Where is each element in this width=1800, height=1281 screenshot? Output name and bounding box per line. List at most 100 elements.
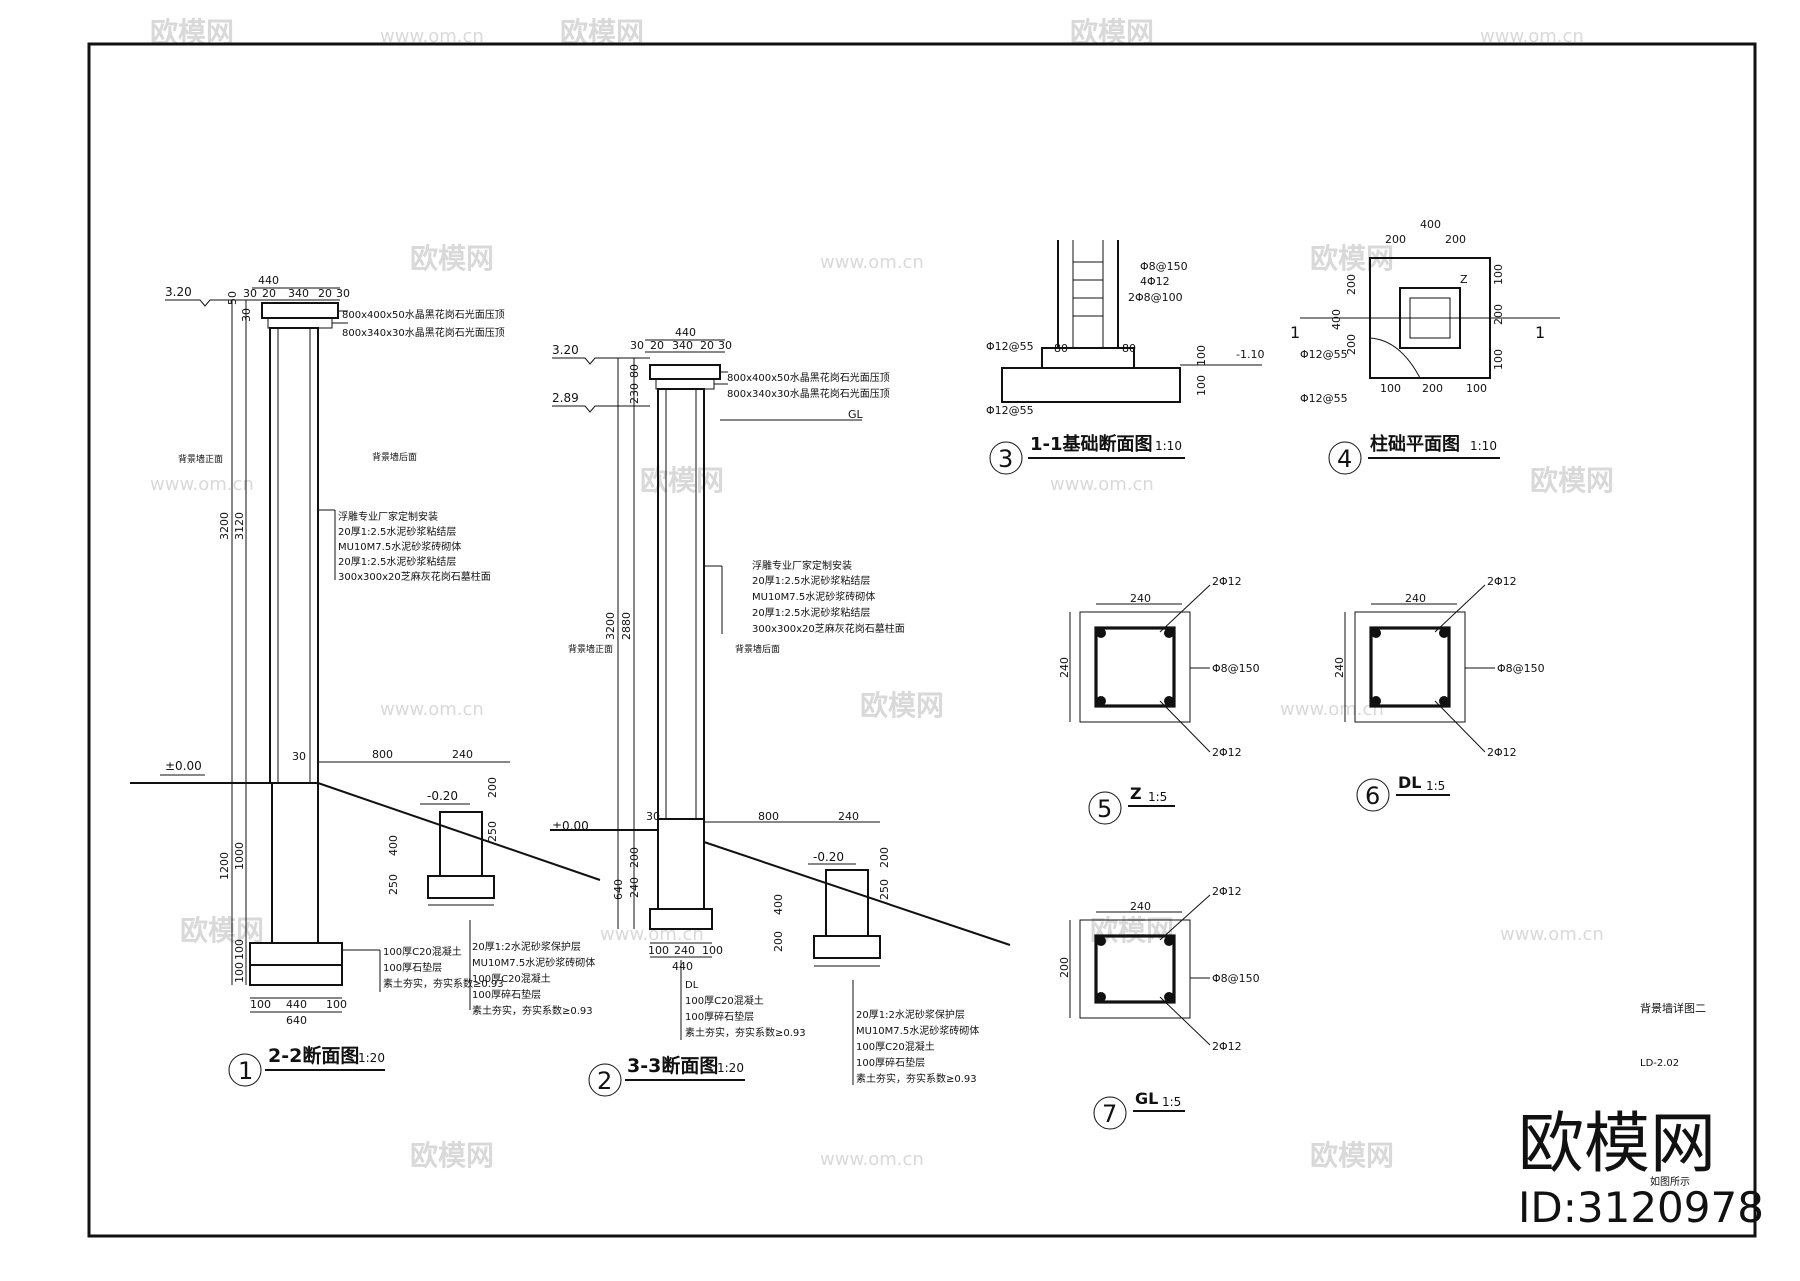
found-note: 素土夯实，夯实系数≥0.93 [383, 977, 504, 990]
dim-label: 640 [612, 879, 625, 900]
dim-label: 200 [1345, 274, 1358, 295]
rebar-dot [1096, 936, 1106, 946]
watermark-brand: 欧模网 [1530, 464, 1614, 497]
curb-note: 100厚碎石垫层 [856, 1056, 925, 1069]
section-2-2: 440 30 20 340 20 30 3.20 ±0.00 50 30 [130, 274, 601, 1087]
section-title: 3-3断面图 [627, 1054, 718, 1077]
detail-number: 6 [1365, 782, 1380, 810]
dim-label: 1000 [233, 842, 246, 870]
dim-label: 30 [718, 339, 732, 352]
dim-label: 20 [650, 339, 664, 352]
found-note: 100厚C20混凝土 [383, 945, 462, 958]
wall-note: 浮雕专业厂家定制安装 [752, 559, 852, 572]
rebar-dot [1371, 628, 1381, 638]
dim-label: 250 [387, 874, 400, 895]
curb-note: MU10M7.5水泥砂浆砖砌体 [856, 1024, 979, 1037]
dim-label: 100 [1195, 345, 1208, 366]
dim-label: 80 [1054, 342, 1068, 355]
dim-label: 80 [628, 364, 641, 378]
gravel-bed [249, 964, 343, 986]
dim-label: 30 [240, 308, 253, 322]
dim-label: 440 [675, 326, 696, 339]
watermark-url: www.om.cn [150, 474, 254, 495]
watermark-url: www.om.cn [600, 924, 704, 945]
dim-label: 200 [1422, 382, 1443, 395]
watermark-url: www.om.cn [380, 699, 484, 720]
dim-label: 100 [1380, 382, 1401, 395]
dim-label: 30 [292, 750, 306, 763]
dim-label: 340 [288, 287, 309, 300]
leader [1159, 584, 1211, 633]
dim-label: 800 [758, 810, 779, 823]
dim-width: 240 [1130, 900, 1151, 913]
elevation-mark [552, 357, 650, 365]
dim-label: 100 [702, 944, 723, 957]
dim-label: 2880 [620, 612, 633, 640]
watermark-url: www.om.cn [820, 1149, 924, 1170]
elevation-label: 3.20 [165, 285, 192, 299]
rebar-bottom: 2Φ12 [1212, 746, 1242, 759]
section-title: 2-2断面图 [268, 1044, 359, 1067]
dim-label: 440 [258, 274, 279, 287]
curb-note: 素土夯实，夯实系数≥0.93 [856, 1072, 977, 1085]
label-wall-front: 背景墙正面 [568, 643, 613, 655]
rebar-bottom: 2Φ12 [1212, 1040, 1242, 1053]
detail-number: 7 [1102, 1100, 1117, 1128]
detail-number-circle [1093, 1096, 1127, 1130]
rebar-label: Φ12@55 [986, 404, 1034, 417]
curb-note: 100厚C20混凝土 [472, 972, 551, 985]
watermark-brand: 欧模网 [410, 1139, 494, 1172]
watermark-brand: 欧模网 [1310, 1139, 1394, 1172]
curb-base [427, 875, 495, 899]
dim-width: 240 [1405, 592, 1426, 605]
dim-label: 200 [1385, 233, 1406, 246]
rebar-top: 2Φ12 [1212, 885, 1242, 898]
rebar-label: 4Φ12 [1140, 275, 1170, 288]
cap-stone [649, 364, 721, 380]
found-note: 100厚石垫层 [383, 961, 442, 974]
wall-hatch [657, 388, 705, 820]
leader [1159, 700, 1211, 753]
big-watermark: 欧模网 ID:3120978 [1518, 1105, 1764, 1232]
note-cap-lower: 800x340x30水晶黑花岗石光面压顶 [342, 326, 505, 339]
dim-height: 240 [1333, 657, 1346, 678]
found-note: 100厚C20混凝土 [685, 994, 764, 1007]
wall-facing [269, 327, 279, 784]
wall-footing [657, 818, 705, 910]
elevation-label: -1.10 [1236, 348, 1264, 361]
note-cap-lower: 800x340x30水晶黑花岗石光面压顶 [727, 387, 890, 400]
dim-label: 100 [648, 944, 669, 957]
curb-note: 100厚C20混凝土 [856, 1040, 935, 1053]
watermark-url: www.om.cn [1280, 699, 1384, 720]
rebar-dot [1164, 696, 1174, 706]
stirrup [1094, 626, 1176, 708]
rebar-stirrup: Φ8@150 [1497, 662, 1545, 675]
dim-label: 30 [630, 339, 644, 352]
dim-label: 80 [1122, 342, 1136, 355]
dim-label: 240 [674, 944, 695, 957]
dim-label: 400 [1330, 309, 1343, 330]
detail-gl-section: 240 200 2Φ12 Φ8@150 2Φ12 7 GL 1:5 [1058, 885, 1260, 1130]
leader [1159, 894, 1211, 941]
cap-stone-lower [267, 317, 333, 329]
dim-label: 400 [387, 835, 400, 856]
wall-footing [271, 782, 319, 944]
rebar-label: 2Φ8@100 [1128, 291, 1183, 304]
dim-label: 100 [1195, 375, 1208, 396]
wall-note: 20厚1:2.5水泥砂浆粘结层 [338, 525, 456, 538]
elevation-mark [165, 299, 262, 307]
watermark-brand: 欧模网 [180, 914, 264, 947]
detail-scale: 1:10 [1470, 439, 1497, 453]
dim-label: 200 [1492, 304, 1505, 325]
cap-stone [261, 302, 339, 319]
rebar-stirrup: Φ8@150 [1212, 662, 1260, 675]
detail-title: DL [1398, 773, 1421, 792]
detail-number: 4 [1337, 445, 1352, 473]
watermark-url: www.om.cn [1050, 474, 1154, 495]
detail-1-1-foundation: Φ8@150 4Φ12 2Φ8@100 Φ12@55 Φ12@55 80 80 … [986, 240, 1264, 475]
detail-number-circle [228, 1053, 262, 1087]
gl-label: GL [848, 408, 864, 421]
dim-label: 440 [672, 960, 693, 973]
leader [1434, 584, 1486, 633]
title-block: 背景墙详图二 LD-2.02 如图所示 [1640, 1001, 1706, 1188]
